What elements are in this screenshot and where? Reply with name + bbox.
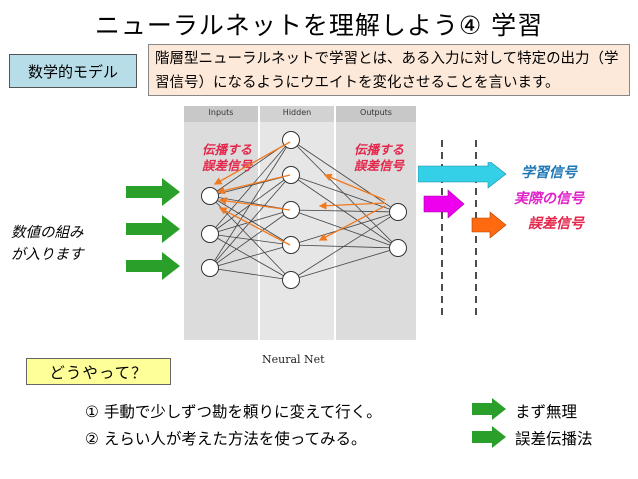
network-edge (290, 247, 399, 281)
learning-signal-label: 学習信号 (521, 165, 577, 181)
propagate-label-output: 伝播する誤差信号 (354, 142, 405, 173)
network-edge (290, 211, 399, 246)
propagate-label-hidden: 伝播する誤差信号 (202, 142, 253, 173)
how-box: どうやって？ (26, 358, 171, 385)
hidden-node (282, 271, 300, 289)
backprop-arrow (218, 197, 291, 211)
neural-net-diagram (180, 100, 420, 345)
input-node (201, 259, 219, 277)
input-note: 数値の組みが入ります (11, 225, 84, 263)
output-node (389, 203, 407, 221)
backprop-arrow (318, 205, 386, 241)
network-edge (290, 174, 399, 249)
output-node (389, 239, 407, 257)
backprop-arrow (323, 173, 386, 201)
page-title: ニューラルネットを理解しよう④ 学習 (94, 11, 544, 40)
step-1-text: ① 手動で少しずつ勘を頼りに変えて行く。 (85, 403, 382, 421)
input-arrow-1 (126, 178, 180, 206)
network-edge (209, 233, 292, 281)
actual-signal-arrow (423, 189, 465, 219)
inputs-column (184, 106, 258, 340)
model-label: 数学的モデル (9, 54, 137, 88)
learning-signal-arrow (418, 162, 507, 189)
input-arrows (126, 178, 180, 280)
step-2-arrow (472, 426, 506, 448)
network-edge (290, 209, 399, 213)
network-edge (209, 209, 292, 269)
network-edge (290, 244, 399, 249)
network-edge (209, 244, 292, 269)
network-edge (290, 209, 399, 249)
network-edge (209, 267, 292, 281)
error-signal-arrow (471, 211, 507, 239)
network-edge (209, 233, 292, 246)
step-2-text: ② えらい人が考えた方法を使ってみる。 (85, 430, 367, 448)
backprop-arrow (218, 207, 291, 246)
network-edge (209, 174, 292, 269)
backprop-arrow (318, 201, 386, 210)
step-arrows (472, 398, 506, 448)
step-2-result: 誤差伝播法 (515, 430, 593, 448)
hidden-node (282, 201, 300, 219)
backprop-arrows (213, 141, 386, 246)
input-node (201, 187, 219, 205)
input-node (201, 225, 219, 243)
backprop-arrow (213, 141, 291, 185)
inputs-header: Inputs (208, 108, 234, 117)
backprop-arrow (216, 174, 291, 195)
actual-signal-label: 実際の信号 (514, 191, 584, 207)
network-edge (290, 174, 399, 213)
input-arrow-2 (126, 215, 180, 243)
hidden-header: Hidden (282, 108, 312, 117)
outputs-header: Outputs (360, 108, 392, 117)
diagram-caption: Neural Net (262, 353, 325, 366)
outputs-column (336, 106, 416, 340)
network-edge (290, 139, 399, 249)
hidden-node (282, 236, 300, 254)
network-edge (209, 139, 292, 235)
hidden-node (282, 166, 300, 184)
network-edge (290, 211, 399, 281)
step-1-result: まず無理 (515, 403, 578, 421)
network-edge (290, 139, 399, 213)
step-1-arrow (472, 398, 506, 420)
description-box: 階層型ニューラルネットで学習とは、ある入力に対して特定の出力（学習信号）になるよ… (148, 44, 630, 96)
signal-arrows (418, 162, 507, 239)
error-signal-label: 誤差信号 (528, 216, 584, 232)
input-arrow-3 (126, 252, 180, 280)
